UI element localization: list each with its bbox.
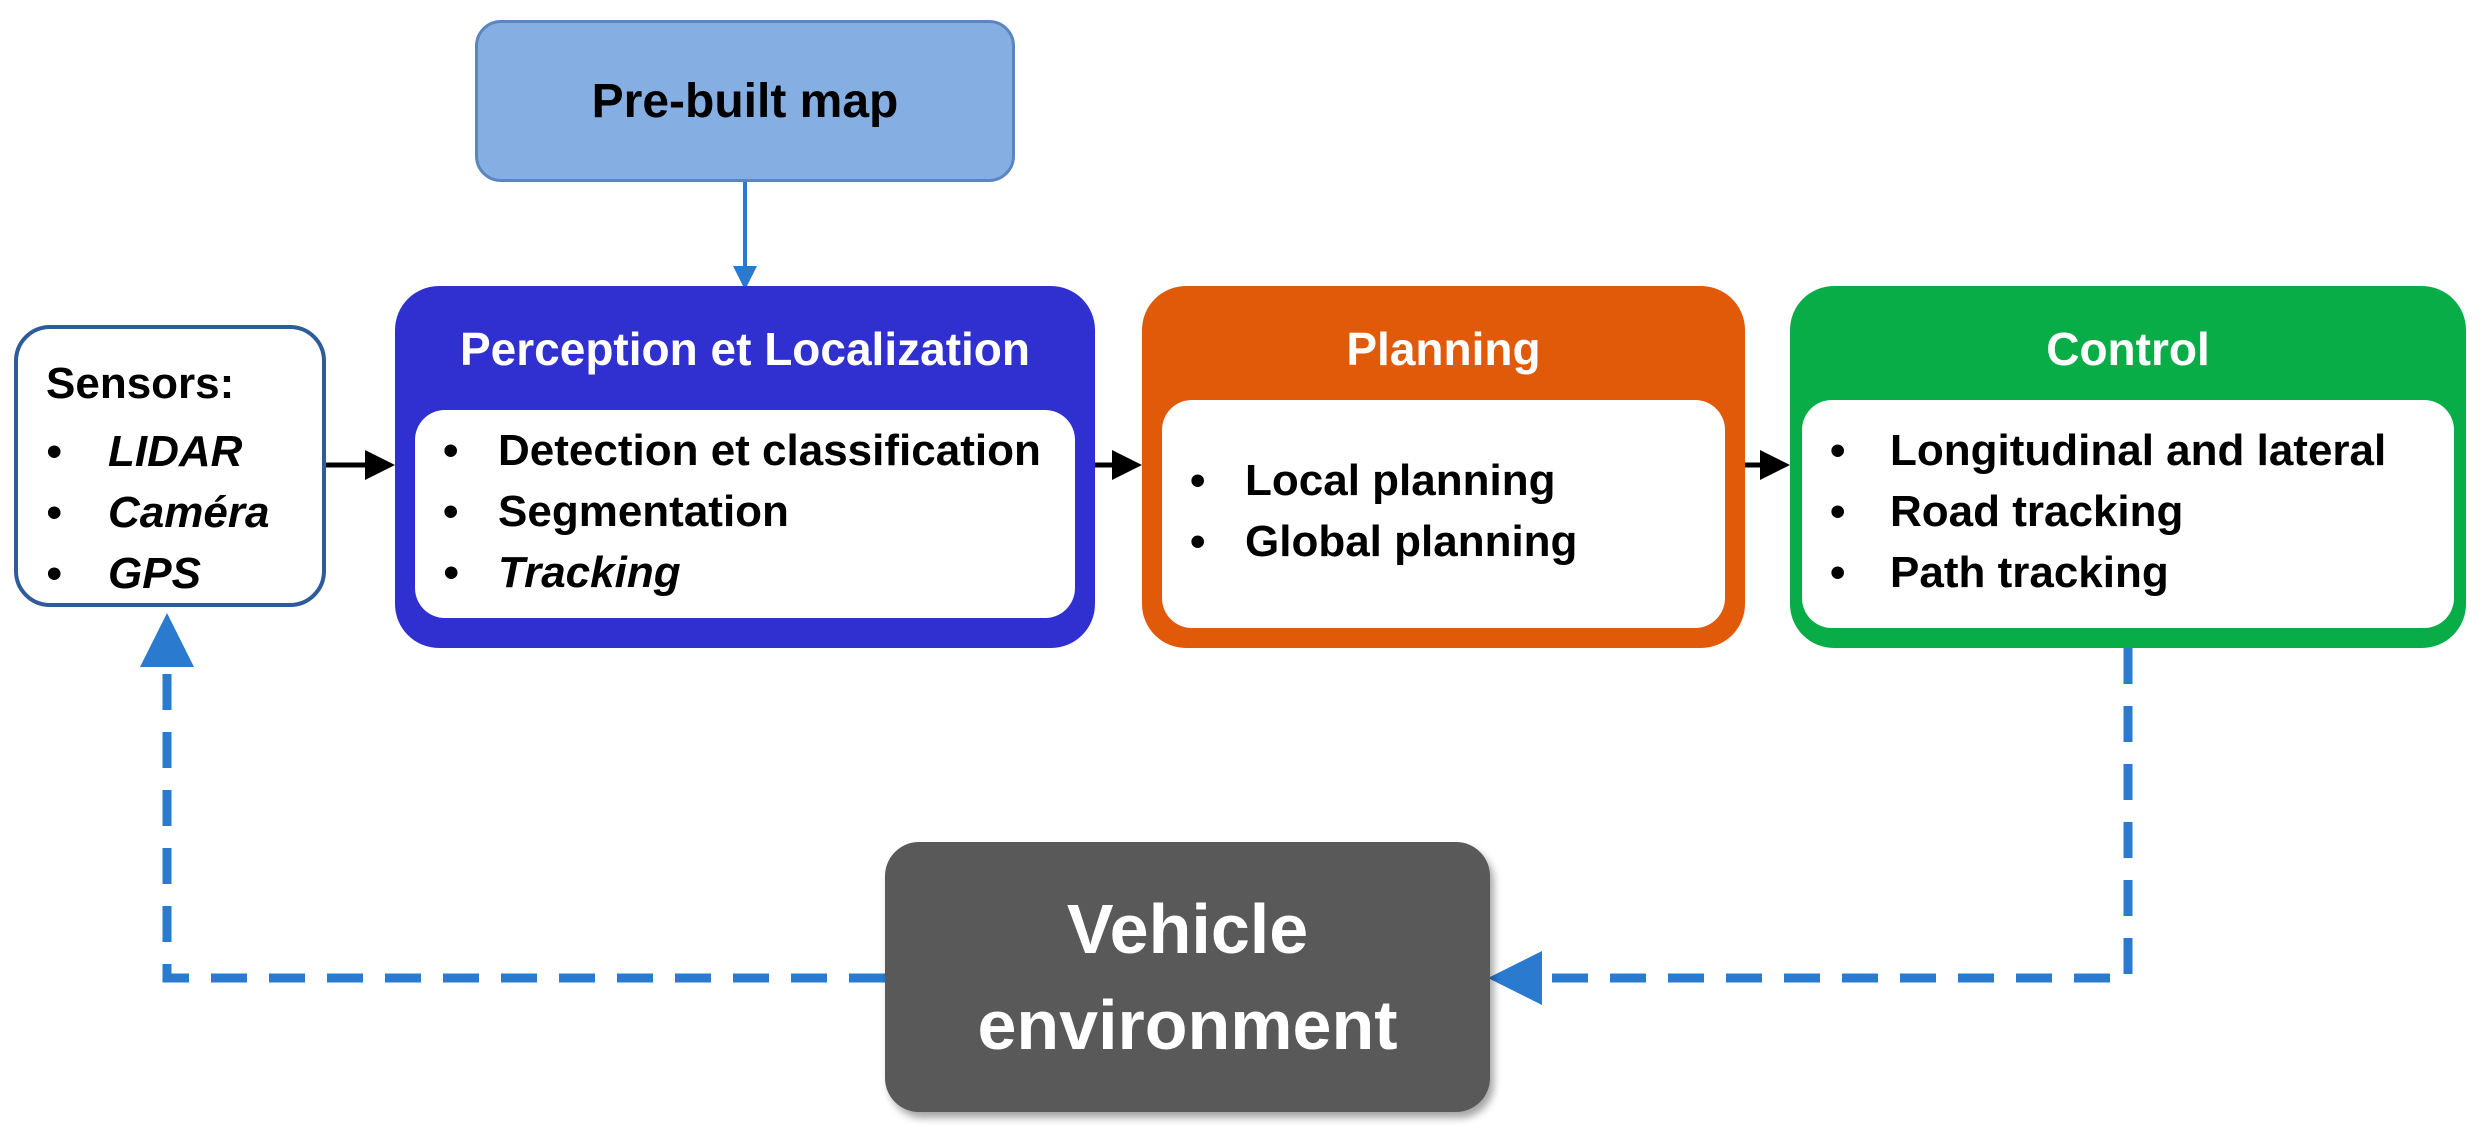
perception-item-segmentation: Segmentation — [415, 481, 1041, 542]
perception-item-detection: Detection et classification — [415, 420, 1041, 481]
control-list: Longitudinal and lateral Road tracking P… — [1802, 420, 2386, 603]
prebuilt-map-box: Pre-built map — [475, 20, 1015, 182]
control-box: Control Longitudinal and lateral Road tr… — [1790, 286, 2466, 648]
perception-title: Perception et Localization — [460, 323, 1030, 375]
sensor-item-gps: GPS — [18, 543, 269, 604]
control-inner-panel: Longitudinal and lateral Road tracking P… — [1802, 400, 2454, 628]
arrow-control-to-vehicle — [1488, 648, 2133, 1005]
control-item-longitudinal: Longitudinal and lateral — [1802, 420, 2386, 481]
planning-list: Local planning Global planning — [1162, 450, 1577, 572]
perception-inner-panel: Detection et classification Segmentation… — [415, 410, 1075, 618]
planning-item-local: Local planning — [1162, 450, 1577, 511]
control-title: Control — [2046, 323, 2210, 375]
vehicle-label-line2: environment — [977, 986, 1398, 1064]
prebuilt-map-label: Pre-built map — [591, 74, 899, 128]
sensors-title: Sensors: — [46, 359, 235, 408]
sensors-box: Sensors: LIDAR Caméra GPS — [14, 325, 326, 607]
vehicle-environment-box: Vehicle environment — [885, 842, 1490, 1112]
planning-item-global: Global planning — [1162, 511, 1577, 572]
sensor-item-camera: Caméra — [18, 482, 269, 543]
sensors-list: LIDAR Caméra GPS — [18, 421, 269, 604]
sensor-item-lidar: LIDAR — [18, 421, 269, 482]
planning-box: Planning Local planning Global planning — [1142, 286, 1745, 648]
perception-list: Detection et classification Segmentation… — [415, 420, 1041, 603]
perception-box: Perception et Localization Detection et … — [395, 286, 1095, 648]
planning-title: Planning — [1346, 323, 1541, 375]
arrow-vehicle-to-sensors — [140, 613, 885, 983]
perception-item-tracking: Tracking — [415, 542, 1041, 603]
planning-inner-panel: Local planning Global planning — [1162, 400, 1725, 628]
control-item-road-tracking: Road tracking — [1802, 481, 2386, 542]
control-item-path-tracking: Path tracking — [1802, 542, 2386, 603]
vehicle-label-line1: Vehicle — [1066, 890, 1309, 968]
